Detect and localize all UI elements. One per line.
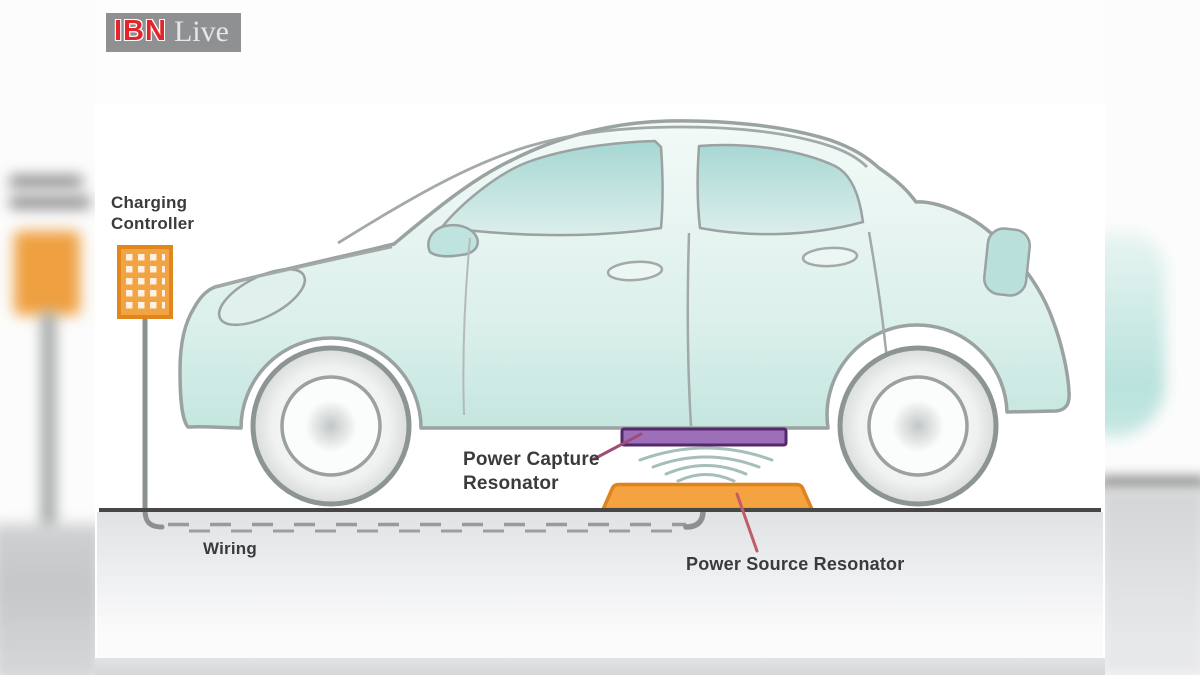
wireless-charging-diagram: Charging Controller Wiring Power Capture… — [95, 103, 1105, 658]
blurred-controller-blob — [14, 231, 80, 315]
hood-crease-line — [212, 245, 393, 289]
tail-light — [983, 227, 1031, 297]
capture-pointer-line — [592, 432, 643, 461]
blurred-text-blob — [10, 176, 82, 187]
energy-waves-icon — [638, 446, 774, 483]
roof-pillar-line — [337, 125, 868, 245]
logo-text-bold: IBN — [114, 15, 167, 47]
power-source-resonator-pad — [601, 482, 814, 512]
headlight — [217, 267, 307, 327]
front-door-handle — [606, 260, 664, 282]
diagram-artwork — [97, 119, 1103, 658]
power-capture-resonator-label: Power Capture Resonator — [463, 449, 600, 494]
blurred-backdrop-right — [1105, 0, 1200, 675]
rear-wheel — [837, 345, 999, 507]
wiring-label: Wiring — [203, 539, 257, 558]
blurred-backdrop-bottom — [95, 656, 1105, 675]
blurred-ground-blob — [0, 524, 95, 675]
power-source-resonator-label: Power Source Resonator — [686, 554, 905, 574]
controller-pole — [142, 313, 165, 530]
blurred-backdrop-left — [0, 0, 95, 675]
side-mirror — [427, 223, 479, 258]
rear-door-handle — [801, 246, 859, 268]
front-wheel — [250, 345, 412, 507]
fender-seam-line — [462, 237, 471, 416]
logo-text-serif: Live — [173, 14, 229, 48]
charging-controller-box — [117, 245, 173, 319]
underground-area — [97, 512, 1103, 658]
front-door-seam — [686, 232, 693, 427]
charging-controller-label: Charging Controller — [111, 193, 195, 233]
power-capture-resonator-bar — [620, 427, 788, 447]
blurred-ground-blob — [1105, 487, 1200, 675]
blurred-text-blob — [10, 197, 90, 208]
electric-car — [178, 119, 1071, 507]
source-pointer-line — [735, 492, 759, 553]
blurred-pole-blob — [42, 312, 55, 532]
ibn-live-logo: IBN Live — [106, 13, 241, 52]
blurred-ground-line — [1105, 479, 1200, 488]
blurred-car-blob — [1105, 232, 1165, 437]
front-door-window — [440, 139, 664, 237]
rear-door-window — [696, 143, 865, 236]
